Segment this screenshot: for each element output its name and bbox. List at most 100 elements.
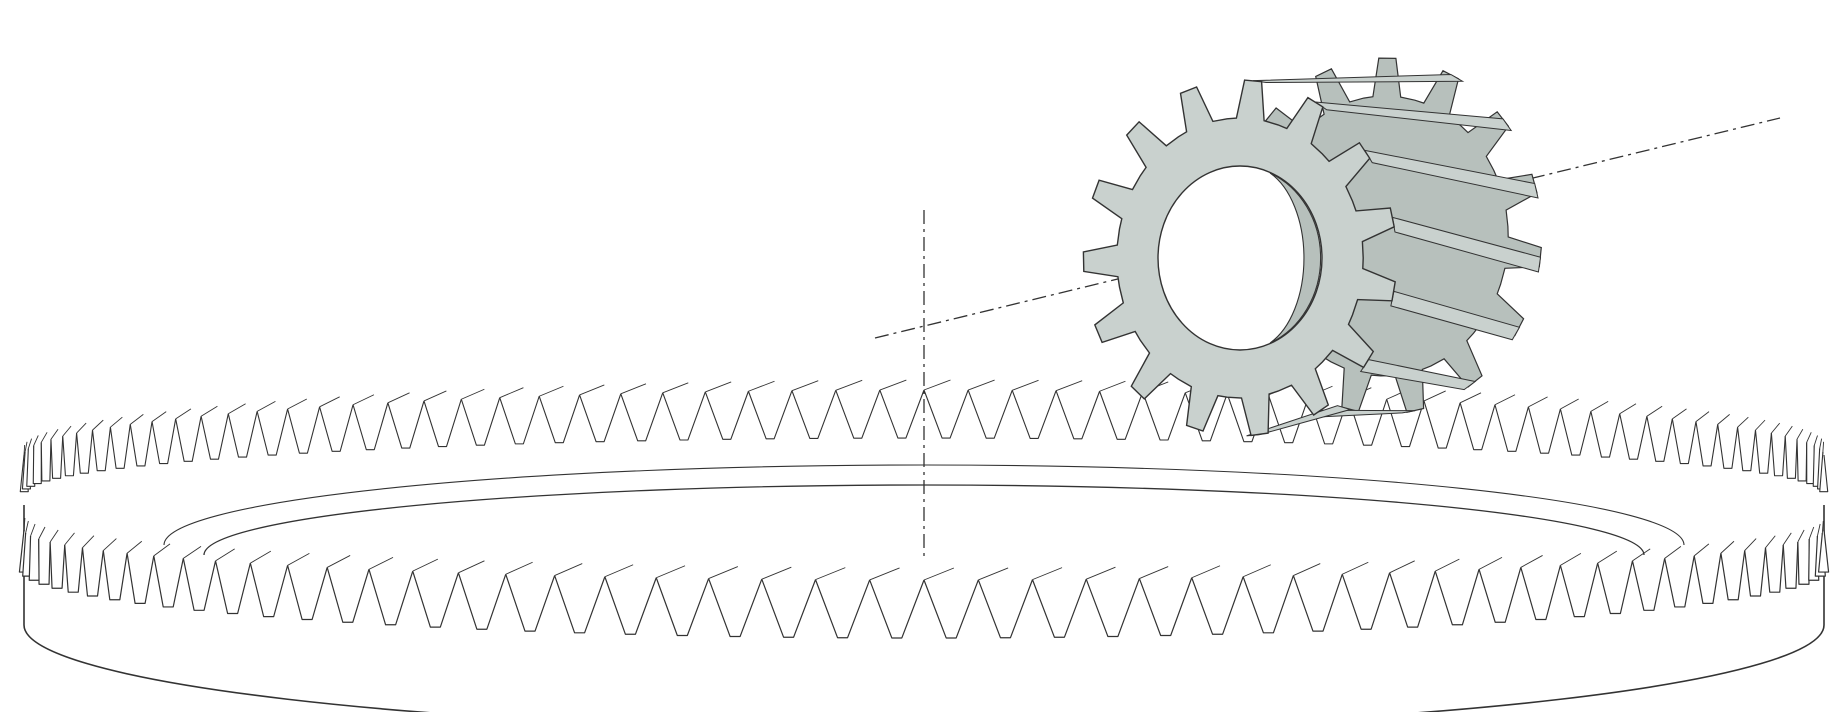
ring-front-tooth-land [38, 526, 46, 540]
ring-front-tooth [655, 577, 710, 637]
ring-front-tooth [126, 553, 155, 605]
ring-front-tooth-land [1293, 563, 1321, 577]
ring-back-tooth [747, 390, 793, 440]
ring-front-tooth-land [1191, 565, 1221, 579]
ring-front-tooth [64, 544, 84, 593]
ring-back-tooth [835, 389, 881, 439]
ring-outer-wall [23, 505, 1825, 712]
ring-back-tooth [662, 391, 706, 441]
ring-back-tooth-land [1528, 396, 1548, 408]
ring-front-tooth-land [23, 517, 26, 531]
ring-front-tooth [1434, 569, 1480, 626]
ring-front-tooth-land [1765, 535, 1776, 549]
ring-front-tooth [153, 555, 184, 608]
ring-front-tooth-land [153, 543, 171, 557]
ring-back-tooth [62, 433, 78, 477]
ring-front-tooth [1693, 553, 1722, 605]
ring-back-tooth-land [579, 384, 605, 396]
ring-front-tooth [457, 572, 507, 630]
ring-back-tooth-land [319, 396, 340, 408]
ring-back-tooth [1717, 424, 1739, 469]
ring-front-tooth-land [1744, 538, 1757, 551]
ring-front-tooth [102, 550, 128, 601]
ring-back-tooth [50, 436, 64, 479]
ring-back-tooth-land [50, 428, 59, 440]
ring-back-tooth-land [352, 394, 375, 406]
ring-back-tooth [423, 399, 462, 448]
ring-back-tooth-land [151, 411, 167, 422]
ring-front-tooth-land [505, 561, 533, 575]
ring-back-tooth-land [1590, 400, 1609, 412]
ring-back-tooth-land [1695, 411, 1710, 422]
ring-back-tooth [1494, 404, 1529, 452]
ring-front-tooth-land [183, 546, 202, 559]
ring-front-tooth-land [82, 535, 95, 549]
ring-front-tooth [81, 547, 104, 597]
ring-front-tooth-land [1664, 546, 1682, 559]
ring-front-tooth [1797, 539, 1810, 585]
ring-front-tooth-land [1520, 555, 1543, 568]
ring-front-tooth [249, 563, 289, 618]
ring-front-tooth [869, 579, 925, 639]
ring-front-tooth-land [869, 567, 900, 581]
ring-back-tooth-land [200, 405, 218, 417]
ring-back-tooth-land [748, 380, 775, 392]
ring-back-tooth-land [129, 414, 144, 425]
ring-front-tooth [49, 541, 66, 589]
ring-back-tooth-land [1771, 422, 1781, 434]
ring-back-tooth-land [1055, 380, 1083, 392]
ring-front-tooth-land [656, 565, 686, 579]
ring-front-tooth [182, 558, 217, 611]
ring-front-tooth-land [1797, 529, 1805, 543]
ring-front-tooth-land [1389, 560, 1415, 574]
ring-back-tooth-land [387, 392, 410, 404]
ring-front-tooth [28, 536, 40, 581]
ring-front-tooth [1520, 565, 1561, 621]
ring-front-tooth-land [1693, 543, 1710, 557]
ring-back-tooth-land [705, 381, 732, 393]
ring-front-tooth-land [1720, 540, 1735, 554]
ring-front-tooth [1341, 572, 1391, 630]
ring-back-tooth [1459, 402, 1496, 451]
ring-front-tooth [1085, 578, 1140, 638]
ring-back-tooth-land [76, 422, 87, 434]
ring-front-tooth-land [1086, 566, 1116, 580]
ring-front-tooth-land [1782, 532, 1792, 546]
ring-front-tooth [1389, 570, 1436, 628]
ring-front-tooth [1559, 563, 1599, 618]
ring-front-tooth-land [412, 558, 439, 572]
ring-back-tooth-land [499, 387, 524, 399]
ring-front-tooth [412, 570, 459, 628]
ring-back-tooth-land [1813, 435, 1818, 446]
ring-back-tooth-land [461, 388, 485, 400]
ring-front-tooth [708, 578, 763, 638]
ring-back-tooth [1527, 406, 1561, 454]
ring-back-tooth-land [539, 385, 564, 397]
ring-back-tooth [1754, 430, 1772, 474]
ring-back-tooth [499, 396, 540, 445]
ring-back-tooth [76, 430, 94, 474]
ring-front-tooth-land [102, 538, 117, 551]
ring-front-tooth-land [815, 567, 846, 581]
ring-front-tooth [1764, 544, 1784, 593]
pinion-bore-inner-shade [1269, 172, 1322, 344]
ring-front-tooth [1031, 578, 1087, 638]
ring-back-tooth-land [1646, 405, 1663, 417]
ring-back-tooth-land [968, 379, 995, 391]
ring-front-tooth [1744, 547, 1767, 597]
ring-back-tooth [352, 402, 389, 451]
ring-back-tooth-land [1494, 394, 1516, 406]
ring-back-tooth-land [1806, 432, 1812, 443]
ring-back-tooth [1770, 433, 1786, 477]
ring-back-tooth [1796, 439, 1808, 482]
ring-front-tooth-land [1342, 561, 1369, 575]
ring-back-tooth [227, 411, 258, 458]
ring-back-tooth-land [423, 390, 447, 402]
ring-back-tooth-land [1099, 380, 1126, 392]
ring-back-tooth-land [1012, 379, 1039, 391]
ring-back-tooth [1737, 427, 1757, 472]
ring-back-tooth-land [879, 379, 907, 391]
ring-front-tooth-land [1632, 548, 1651, 562]
